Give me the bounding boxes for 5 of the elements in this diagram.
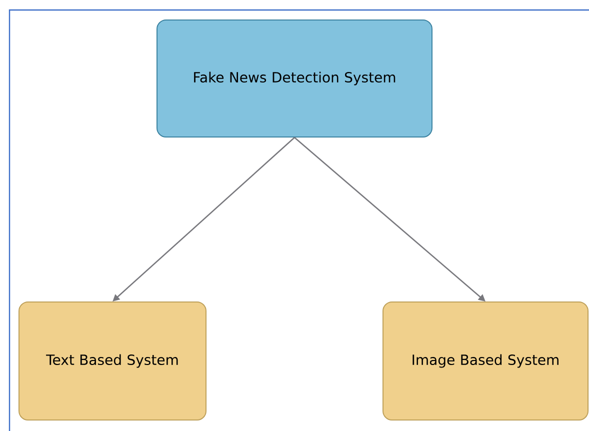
subsystem-box: Text Based System xyxy=(18,302,206,420)
arrow xyxy=(112,137,295,302)
arrow xyxy=(294,137,486,302)
system-box: Fake News Detection System xyxy=(156,20,432,138)
subsystem-box: Image Based System xyxy=(382,302,588,420)
